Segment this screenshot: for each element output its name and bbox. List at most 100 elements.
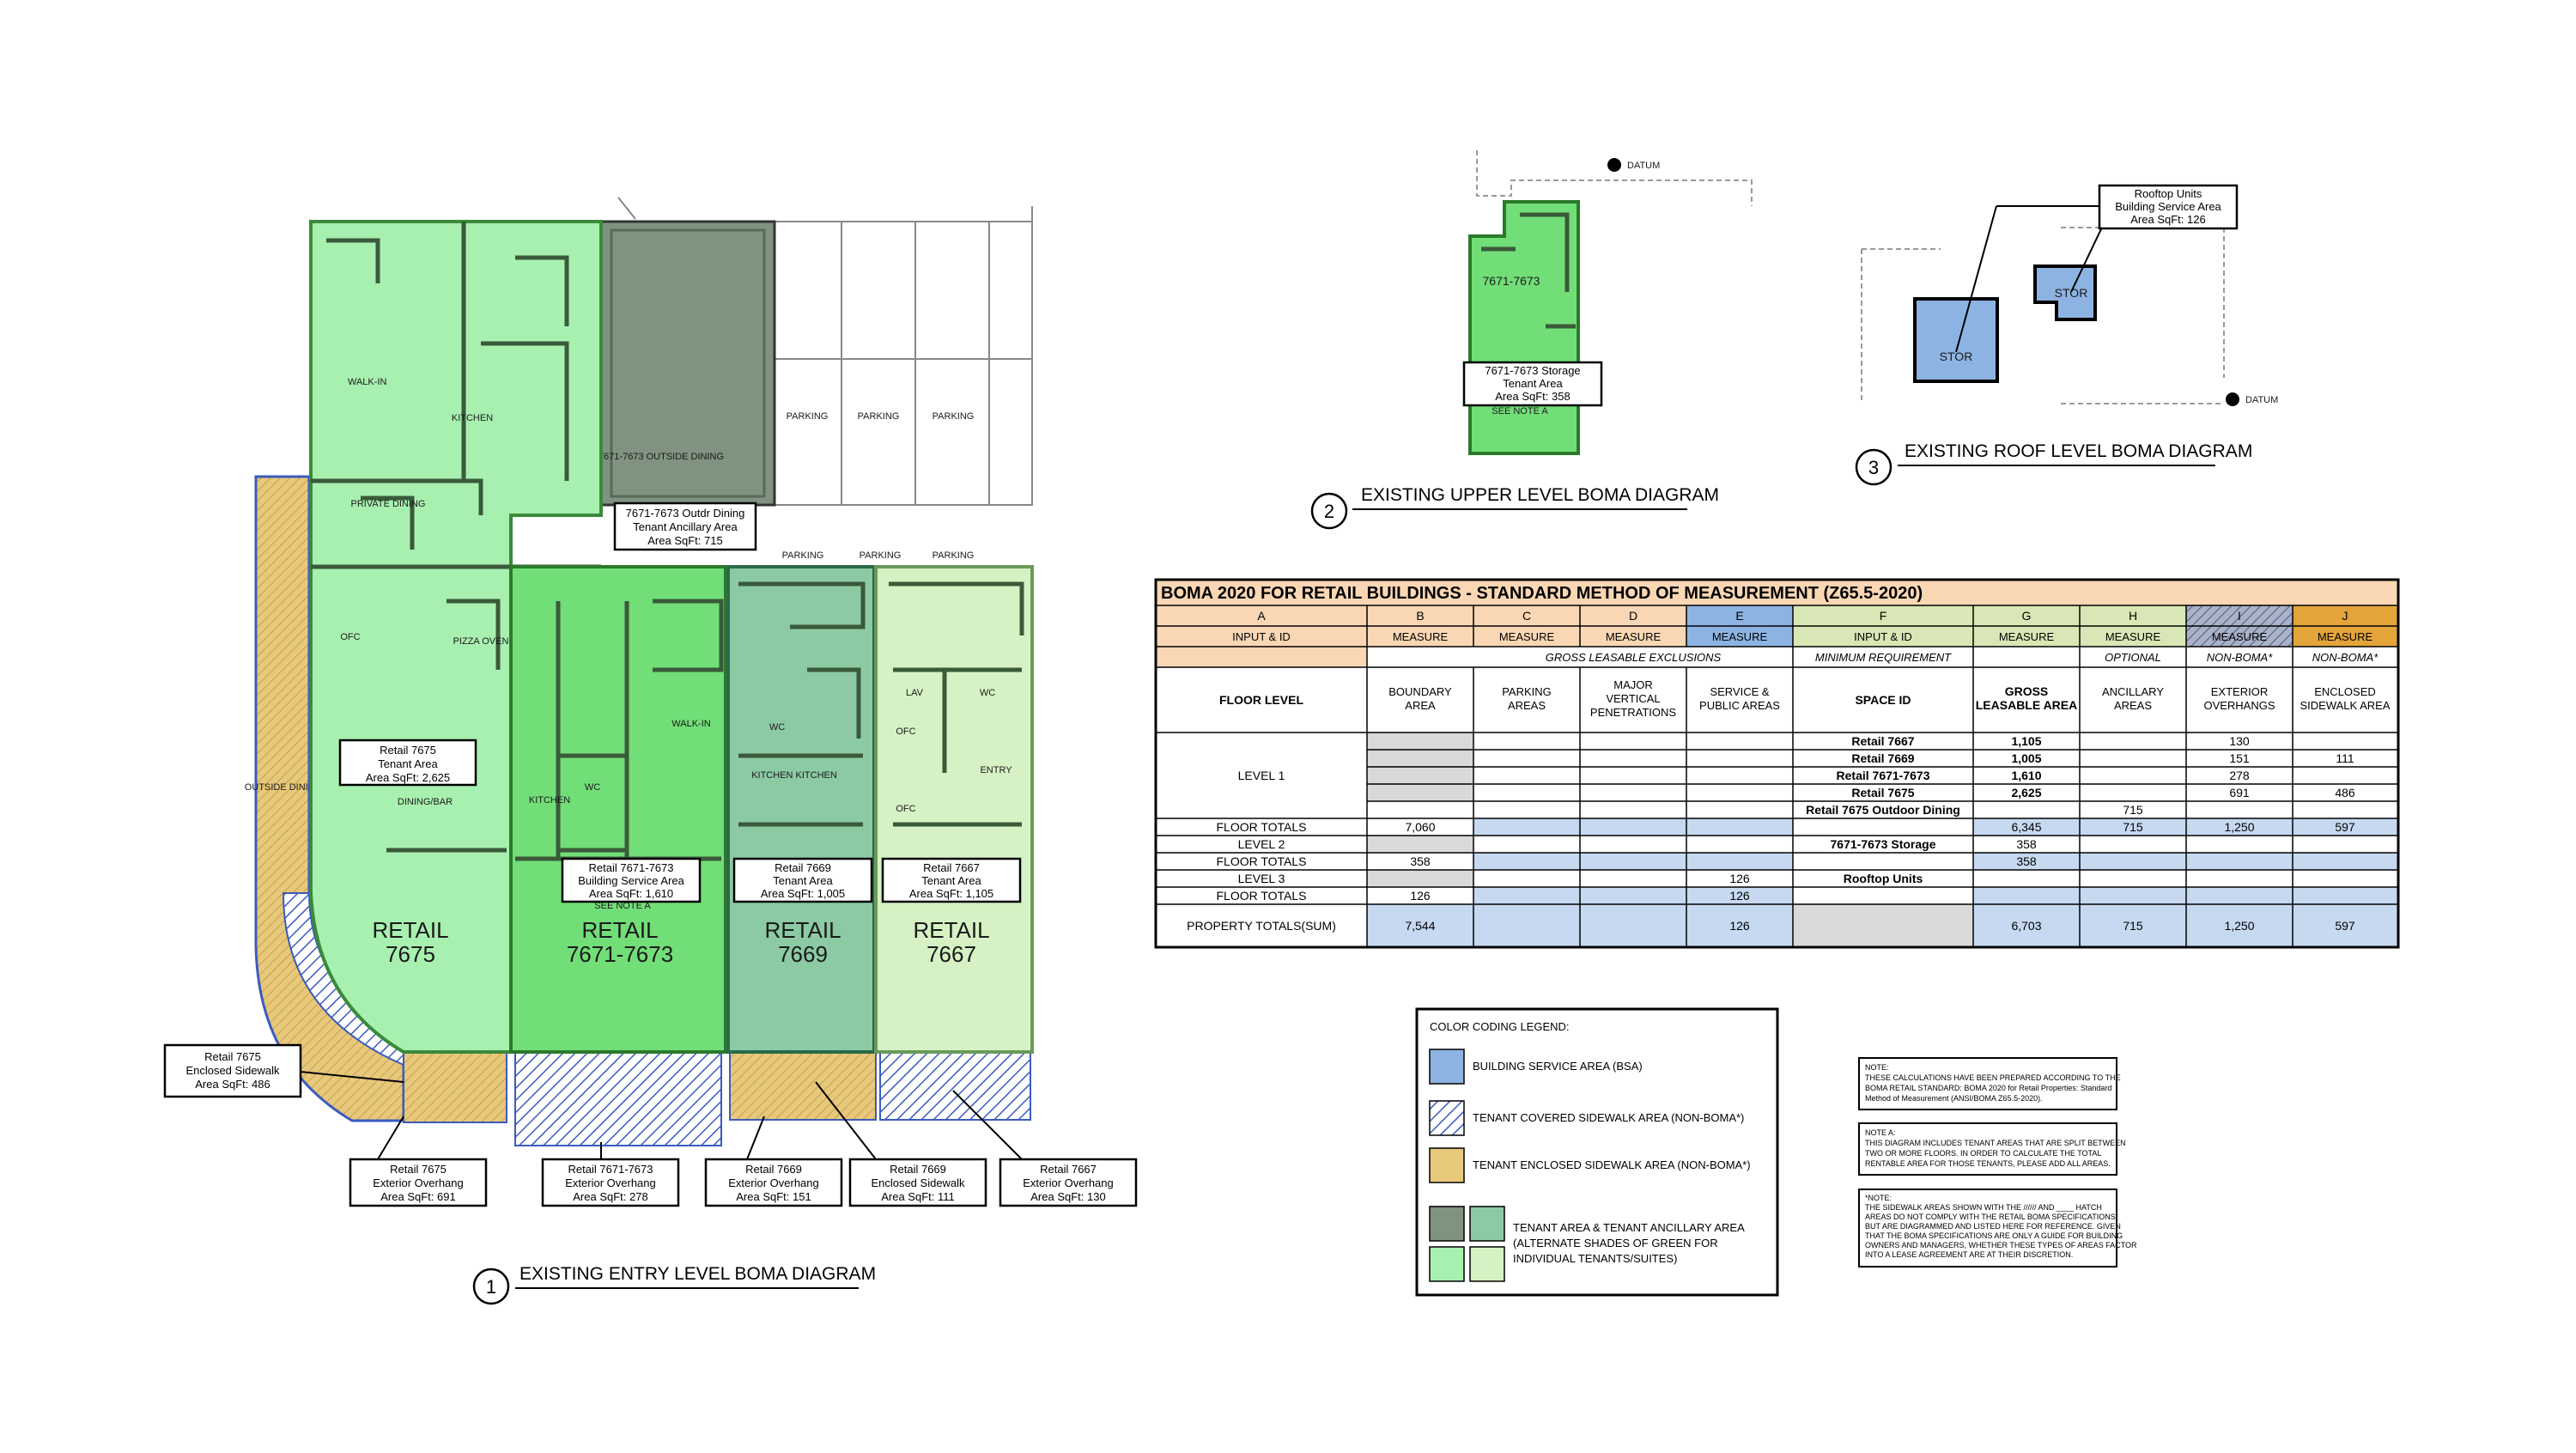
note-2: NOTE A: THIS DIAGRAM INCLUDES TENANT ARE… bbox=[1858, 1122, 2126, 1176]
parking-label-3: PARKING bbox=[933, 411, 975, 422]
table-grid bbox=[1154, 578, 2400, 949]
svg-text:MEASURE: MEASURE bbox=[2105, 630, 2161, 643]
svg-text:THE SIDEWALK AREAS SHOWN WITH: THE SIDEWALK AREAS SHOWN WITH THE //////… bbox=[1865, 1203, 2102, 1212]
legend-covered: TENANT COVERED SIDEWALK AREA (NON-BOMA*) bbox=[1473, 1111, 1744, 1124]
lav-label: LAV bbox=[906, 688, 924, 698]
legend-tenant-3: INDIVIDUAL TENANTS/SUITES) bbox=[1513, 1252, 1677, 1265]
row-letters bbox=[1156, 605, 2398, 626]
svg-text:GROSS LEASABLE EXCLUSIONS: GROSS LEASABLE EXCLUSIONS bbox=[1546, 651, 1722, 664]
svg-text:A: A bbox=[1257, 609, 1266, 623]
legend-swatch-bsa bbox=[1429, 1049, 1465, 1085]
parking-lot: PARKING PARKING PARKING PARKING PARKING … bbox=[617, 197, 1033, 561]
svg-text:INTO A LEASE AGREEMENT ARE AT: INTO A LEASE AGREEMENT ARE AT THEIR DISC… bbox=[1865, 1250, 2073, 1259]
svg-text:OWNERS AND MANAGERS, WHETHER T: OWNERS AND MANAGERS, WHETHER THESE TYPES… bbox=[1865, 1241, 2137, 1249]
svg-text:RENTABLE AREA FOR THOSE TENANT: RENTABLE AREA FOR THOSE TENANTS, PLEASE … bbox=[1865, 1159, 2111, 1168]
svg-text:J: J bbox=[2342, 609, 2348, 623]
diagram-3-title: 3 EXISTING ROOF LEVEL BOMA DIAGRAM bbox=[1855, 441, 2252, 486]
svg-text:126: 126 bbox=[1729, 889, 1750, 903]
svg-text:EXISTING ROOF LEVEL BOMA DIAGR: EXISTING ROOF LEVEL BOMA DIAGRAM bbox=[1905, 441, 2252, 461]
svg-text:Area SqFt: 111: Area SqFt: 111 bbox=[881, 1190, 955, 1203]
svg-text:PENETRATIONS: PENETRATIONS bbox=[1590, 706, 1676, 719]
ofc-2-label-a: OFC bbox=[896, 726, 915, 737]
svg-text:126: 126 bbox=[1729, 919, 1750, 933]
ofc-label: OFC bbox=[340, 632, 360, 642]
svg-text:Retail 7669: Retail 7669 bbox=[775, 861, 831, 874]
roof-datum-label: DATUM bbox=[2245, 395, 2278, 405]
retail-7675-label-2: 7675 bbox=[386, 941, 435, 967]
outside-dining-7671-area bbox=[599, 220, 776, 507]
svg-text:NOTE:: NOTE: bbox=[1865, 1063, 1889, 1072]
svg-text:6,345: 6,345 bbox=[2011, 820, 2041, 834]
svg-text:MEASURE: MEASURE bbox=[1712, 630, 1768, 643]
svg-text:7671-7673 Outdr Dining: 7671-7673 Outdr Dining bbox=[626, 507, 745, 520]
entry-level-plan: PARKING PARKING PARKING PARKING PARKING … bbox=[163, 197, 1138, 1305]
callout-rooftop-units: Rooftop Units Building Service Area Area… bbox=[2098, 184, 2239, 230]
svg-text:Rooftop Units: Rooftop Units bbox=[1844, 872, 1923, 885]
datum-icon bbox=[1607, 158, 1621, 172]
svg-text:NOTE A:: NOTE A: bbox=[1865, 1128, 1896, 1137]
stor-unit-2 bbox=[2033, 264, 2097, 321]
level1-cell-gla: 1,610 bbox=[2011, 769, 2041, 782]
column-headers: FLOOR LEVEL BOUNDARY AREA PARKING AREAS … bbox=[1219, 678, 2391, 719]
parking-label-2: PARKING bbox=[858, 411, 900, 422]
svg-text:INPUT & ID: INPUT & ID bbox=[1232, 630, 1291, 643]
svg-text:Area SqFt: 1,105: Area SqFt: 1,105 bbox=[909, 887, 993, 900]
svg-text:7,060: 7,060 bbox=[1405, 820, 1435, 834]
svg-text:Tenant Area: Tenant Area bbox=[1503, 377, 1563, 390]
svg-text:MINIMUM REQUIREMENT: MINIMUM REQUIREMENT bbox=[1815, 651, 1952, 664]
wc-label-1: WC bbox=[585, 782, 600, 793]
svg-text:EXTERIOR: EXTERIOR bbox=[2211, 685, 2268, 698]
private-dining-label: PRIVATE DINING bbox=[351, 499, 426, 509]
svg-text:I: I bbox=[2238, 609, 2241, 623]
svg-text:Retail 7671-7673: Retail 7671-7673 bbox=[588, 861, 673, 874]
retail-7671-label-2: 7671-7673 bbox=[567, 941, 673, 967]
svg-text:MEASURE: MEASURE bbox=[2212, 630, 2268, 643]
svg-text:TWO OR MORE FLOORS. IN ORDER: TWO OR MORE FLOORS. IN ORDER TO CALCULAT… bbox=[1865, 1149, 2101, 1158]
stor-2-label: STOR bbox=[2055, 286, 2088, 300]
svg-text:Area SqFt: 1,610: Area SqFt: 1,610 bbox=[589, 887, 673, 900]
retail-7669-label-2: 7669 bbox=[778, 941, 828, 967]
legend-swatch-teal bbox=[1469, 1206, 1505, 1242]
svg-text:Area SqFt: 151: Area SqFt: 151 bbox=[736, 1190, 811, 1203]
kitchen-2-label: KITCHEN bbox=[529, 795, 570, 806]
walk-in-label: WALK-IN bbox=[348, 377, 386, 387]
outside-dining-7671-label: 7671-7673 OUTSIDE DINING bbox=[598, 452, 724, 462]
callout-retail-7675: Retail 7675 Tenant Area Area SqFt: 2,625 bbox=[338, 739, 477, 787]
svg-text:EXISTING ENTRY LEVEL BOMA DIA: EXISTING ENTRY LEVEL BOMA DIAGRAM bbox=[519, 1264, 876, 1284]
upper-see-note: SEE NOTE A bbox=[1492, 406, 1548, 416]
pizza-oven-label: PIZZA OVEN bbox=[453, 636, 509, 647]
svg-text:Area SqFt: 126: Area SqFt: 126 bbox=[2130, 213, 2205, 226]
walk-in-2-label: WALK-IN bbox=[671, 719, 710, 729]
level1-cell-space: Retail 7667 bbox=[1851, 734, 1914, 748]
svg-text:VERTICAL: VERTICAL bbox=[1606, 692, 1660, 705]
see-note-a-label: SEE NOTE A bbox=[594, 901, 651, 911]
svg-text:Tenant Ancillary Area: Tenant Ancillary Area bbox=[633, 520, 738, 533]
svg-text:ANCILLARY: ANCILLARY bbox=[2102, 685, 2164, 698]
svg-text:SIDEWALK AREA: SIDEWALK AREA bbox=[2300, 699, 2391, 712]
svg-text:MEASURE: MEASURE bbox=[2318, 630, 2373, 643]
svg-text:INPUT & ID: INPUT & ID bbox=[1854, 630, 1912, 643]
level1-cell-gla: 2,625 bbox=[2011, 786, 2041, 799]
legend-swatch-covered bbox=[1429, 1100, 1465, 1136]
kitchen-kitchen-label: KITCHEN KITCHEN bbox=[751, 770, 837, 781]
svg-text:Tenant Area: Tenant Area bbox=[921, 874, 981, 887]
svg-text:F: F bbox=[1880, 609, 1887, 623]
svg-text:AREAS: AREAS bbox=[2114, 699, 2152, 712]
level1-cell-gla: 1,105 bbox=[2011, 734, 2041, 748]
retail-7669-label-1: RETAIL bbox=[764, 917, 841, 943]
overhang-7671-hatch bbox=[514, 1049, 722, 1146]
tenant-area-7671 bbox=[509, 565, 727, 1054]
svg-text:Retail 7669: Retail 7669 bbox=[745, 1163, 802, 1176]
legend-swatch-enclosed bbox=[1429, 1147, 1465, 1183]
svg-text:THESE CALCULATIONS HAVE BEEN P: THESE CALCULATIONS HAVE BEEN PREPARED AC… bbox=[1865, 1073, 2121, 1082]
level-3-row: LEVEL 3 126 Rooftop Units bbox=[1238, 872, 1923, 885]
kitchen-label: KITCHEN bbox=[452, 413, 493, 423]
svg-text:E: E bbox=[1735, 609, 1743, 623]
callout-upper-storage: 7671-7673 Storage Tenant Area Area SqFt:… bbox=[1462, 361, 1603, 407]
svg-text:EXISTING UPPER LEVEL BOMA DIAG: EXISTING UPPER LEVEL BOMA DIAGRAM bbox=[1361, 485, 1719, 505]
svg-text:B: B bbox=[1416, 609, 1424, 623]
note-1: NOTE: THESE CALCULATIONS HAVE BEEN PREPA… bbox=[1858, 1057, 2121, 1110]
callout-sidewalk-7669: Retail 7669 Enclosed Sidewalk Area SqFt:… bbox=[848, 1158, 987, 1207]
svg-text:NON-BOMA*: NON-BOMA* bbox=[2312, 651, 2379, 664]
svg-text:Tenant Area: Tenant Area bbox=[773, 874, 833, 887]
